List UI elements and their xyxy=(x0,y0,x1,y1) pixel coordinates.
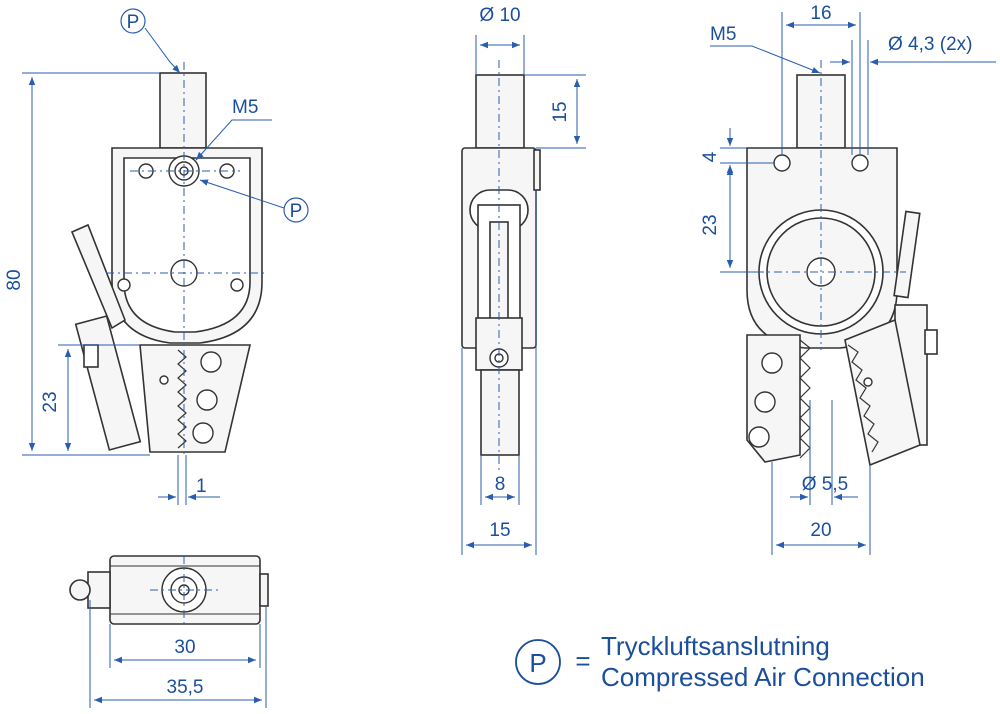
legend: P = Tryckluftsanslutning Compressed Air … xyxy=(515,631,925,692)
rear-jaw-hole xyxy=(748,426,770,448)
side-jaw-width: 8 xyxy=(495,474,506,495)
jaw-hole xyxy=(196,389,218,411)
front-height-total: 80 xyxy=(4,269,25,290)
side-shaft-diameter: Ø 10 xyxy=(479,5,520,26)
rear-hole-offset: 4 xyxy=(700,151,721,162)
lever-arm xyxy=(70,223,126,330)
rear-mount-hole xyxy=(851,154,869,172)
rear-jaw-pin xyxy=(863,377,873,387)
rear-thread-label: M5 xyxy=(710,24,736,45)
legend-symbol: P xyxy=(529,648,546,678)
rear-lever-arm xyxy=(893,210,921,299)
rear-jaw-right xyxy=(844,318,921,467)
side-jaw xyxy=(480,369,520,456)
jaw-hole xyxy=(200,351,222,373)
top-shaft-end xyxy=(69,579,91,601)
front-height-jaw: 23 xyxy=(40,391,61,412)
side-tab xyxy=(533,149,541,191)
rear-jaw-hole xyxy=(761,352,783,374)
jaw-hole xyxy=(192,422,214,444)
side-body-width: 15 xyxy=(489,520,510,541)
legend-line1: Tryckluftsanslutning xyxy=(601,631,830,661)
legend-symbol-circle xyxy=(515,639,561,685)
lever-button xyxy=(83,344,99,368)
top-view: 30 35,5 xyxy=(69,555,269,708)
rear-hole-spacing: 16 xyxy=(810,3,831,24)
front-jaw-offset: 1 xyxy=(196,476,207,497)
rear-lever-button xyxy=(924,329,938,355)
port-symbol-side-label: P xyxy=(290,201,303,222)
top-end-cap xyxy=(259,573,269,607)
rear-pivot-offset: 23 xyxy=(700,214,721,235)
port-symbol-side xyxy=(283,197,309,223)
rear-jaw-hole xyxy=(754,391,776,413)
side-shaft-length: 15 xyxy=(550,101,571,122)
rear-jaw-spacing: 20 xyxy=(810,520,831,541)
legend-equals: = xyxy=(575,646,590,676)
top-body-length: 30 xyxy=(174,637,195,658)
top-shaft-stub xyxy=(87,571,111,609)
port-symbol-top-label: P xyxy=(127,12,140,33)
side-shaft xyxy=(475,74,525,149)
legend-line2: Compressed Air Connection xyxy=(601,662,925,692)
jaw-pin xyxy=(159,375,169,385)
rear-mount-hole xyxy=(773,154,791,172)
rear-hole-diameter: Ø 4,3 (2x) xyxy=(888,34,972,55)
front-shaft xyxy=(159,72,207,149)
rear-view: M5 16 Ø 4,3 (2x) 4 23 Ø 5,5 20 xyxy=(700,3,996,555)
small-hole xyxy=(230,278,244,292)
small-hole xyxy=(117,278,131,292)
jaw-teeth xyxy=(177,349,187,449)
lever-handle xyxy=(74,315,142,451)
top-overall-length: 35,5 xyxy=(167,677,204,698)
front-jaw xyxy=(139,344,252,453)
port-symbol-top xyxy=(120,8,146,34)
front-thread-label: M5 xyxy=(232,97,258,118)
side-view: Ø 10 15 8 15 xyxy=(461,5,586,555)
rear-jaw-diameter: Ø 5,5 xyxy=(802,474,848,495)
front-body-inner xyxy=(123,157,251,333)
front-view: P M5 P 80 23 1 xyxy=(4,8,309,505)
